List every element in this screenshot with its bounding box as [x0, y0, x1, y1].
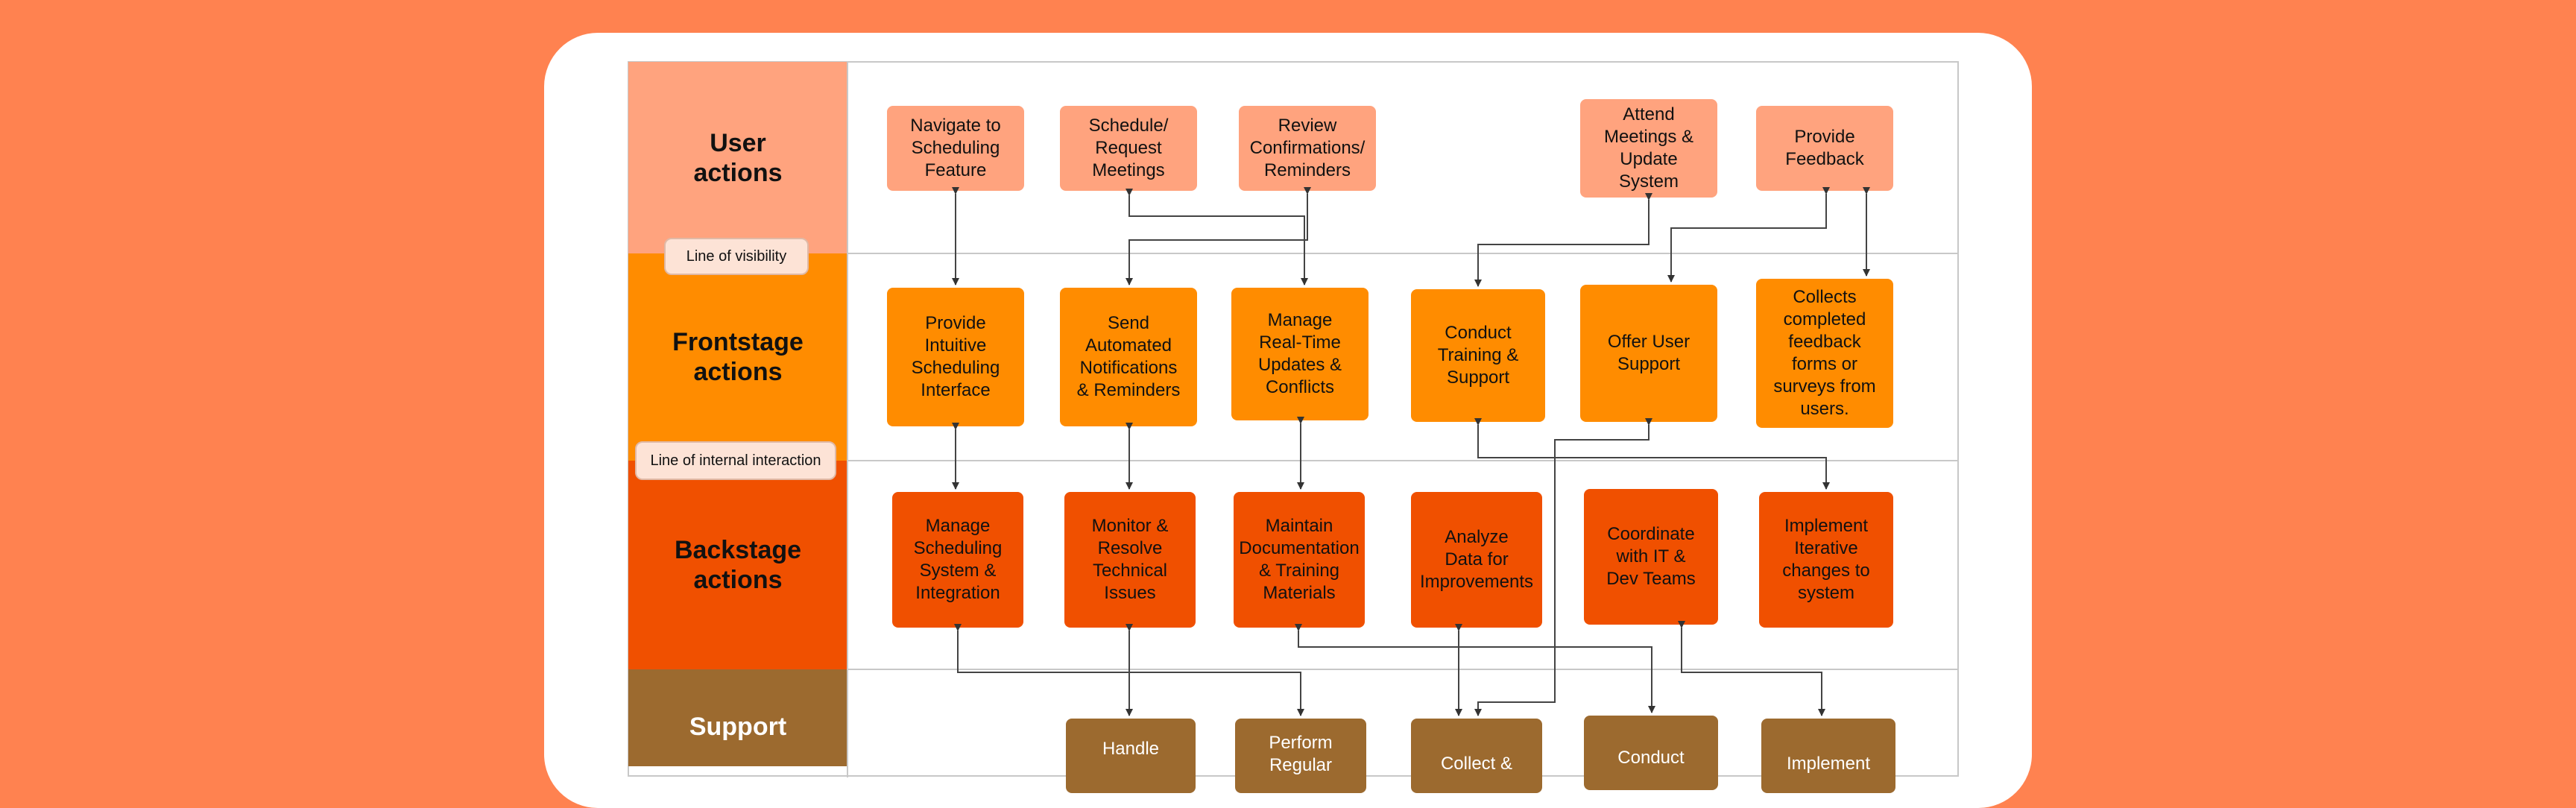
line-of-internal-interaction-label: Line of internal interaction: [635, 441, 836, 480]
user-lane-bg: [628, 62, 847, 253]
backstage-action-implement: Implement Iterative changes to system: [1759, 492, 1893, 628]
frontstage-lane-bg: [628, 253, 847, 461]
frontstage-action-updates: Manage Real-Time Updates & Conflicts: [1231, 288, 1368, 420]
connector-review-notifications: [1126, 187, 1311, 285]
backstage-action-manage-system: Manage Scheduling System & Integration: [892, 492, 1023, 628]
connector-coordinate-implement: [1678, 621, 1825, 716]
frontstage-action-user-support: Offer User Support: [1580, 285, 1717, 422]
user-action-attend: Attend Meetings & Update System: [1580, 99, 1717, 198]
line-of-visibility-label: Line of visibility: [664, 238, 809, 275]
frontstage-action-interface: Provide Intuitive Scheduling Interface: [887, 288, 1024, 426]
lane-label-frontstage: Frontstage actions: [672, 328, 804, 386]
connector-training-implement: [1474, 418, 1830, 490]
backstage-action-documentation: Maintain Documentation & Training Materi…: [1234, 492, 1365, 628]
visibility-line: [847, 253, 1958, 254]
user-action-schedule: Schedule/ Request Meetings: [1060, 106, 1197, 191]
connector-feedback-usersupport: [1667, 187, 1830, 283]
lane-label-support: Support: [689, 713, 787, 741]
backstage-lane-bg: [628, 461, 847, 669]
label-column-divider: [847, 62, 848, 777]
user-action-feedback: Provide Feedback: [1756, 106, 1893, 191]
frontstage-action-training: Conduct Training & Support: [1411, 289, 1545, 422]
connector-attend-training: [1474, 193, 1652, 287]
internal-interaction-line: [847, 460, 1958, 461]
connector-layer: [952, 187, 1870, 716]
connector-documentation-conduct: [1295, 624, 1655, 713]
connector-usersupport-collect: [1474, 418, 1652, 716]
frontstage-action-notifications: Send Automated Notifications & Reminders: [1060, 288, 1197, 426]
backstage-action-monitor: Monitor & Resolve Technical Issues: [1064, 492, 1196, 628]
frontstage-action-collect-feedback: Collects completed feedback forms or sur…: [1756, 279, 1893, 428]
user-action-review: Review Confirmations/ Reminders: [1239, 106, 1376, 191]
support-lane-bg: [628, 669, 847, 766]
lane-label-user: User actions: [693, 128, 783, 187]
lane-label-backstage: Backstage actions: [674, 536, 802, 594]
user-action-navigate: Navigate to Scheduling Feature: [887, 106, 1024, 191]
